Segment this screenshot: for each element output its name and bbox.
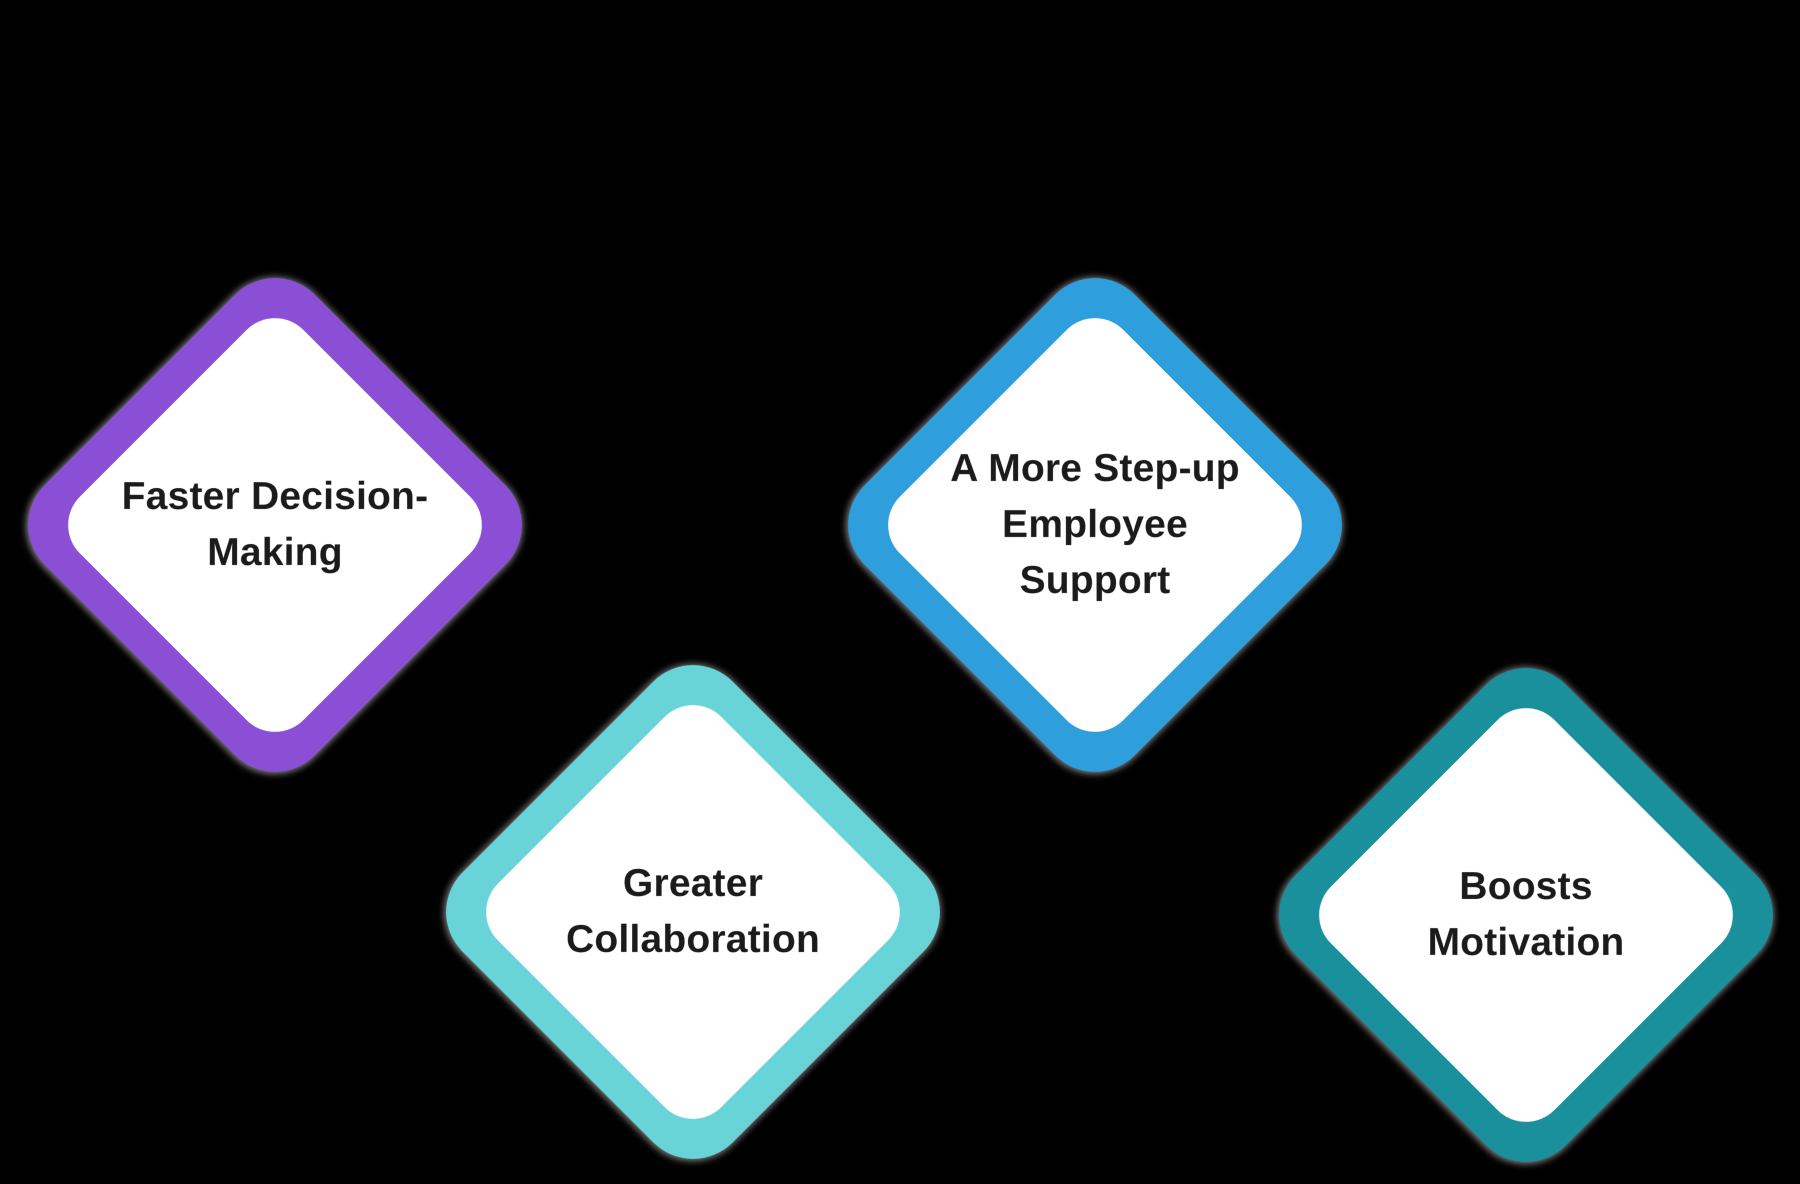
label-line: Collaboration	[566, 918, 820, 961]
label-line: Making	[207, 531, 343, 574]
diamond-greater-collaboration: Greater Collaboration	[422, 641, 964, 1183]
diamond-boosts-motivation-label: Boosts Motivation	[1335, 724, 1717, 1106]
diamond-faster-decision-making: Faster Decision- Making	[4, 254, 546, 796]
label-line: Faster Decision-	[121, 475, 429, 518]
diamond-employee-support: A More Step-up Employee Support	[824, 254, 1366, 796]
label-line: Support	[1019, 559, 1171, 602]
label-line: Boosts	[1459, 865, 1593, 908]
diamond-employee-support-label: A More Step-up Employee Support	[904, 334, 1286, 716]
label-line: A More Step-up	[950, 447, 1240, 490]
diamond-faster-decision-making-label: Faster Decision- Making	[84, 334, 466, 716]
label-line: Employee	[1002, 503, 1188, 546]
diamond-greater-collaboration-label: Greater Collaboration	[502, 721, 884, 1103]
label-line: Motivation	[1427, 921, 1625, 964]
diamond-boosts-motivation: Boosts Motivation	[1255, 644, 1797, 1184]
label-line: Greater	[622, 862, 764, 905]
